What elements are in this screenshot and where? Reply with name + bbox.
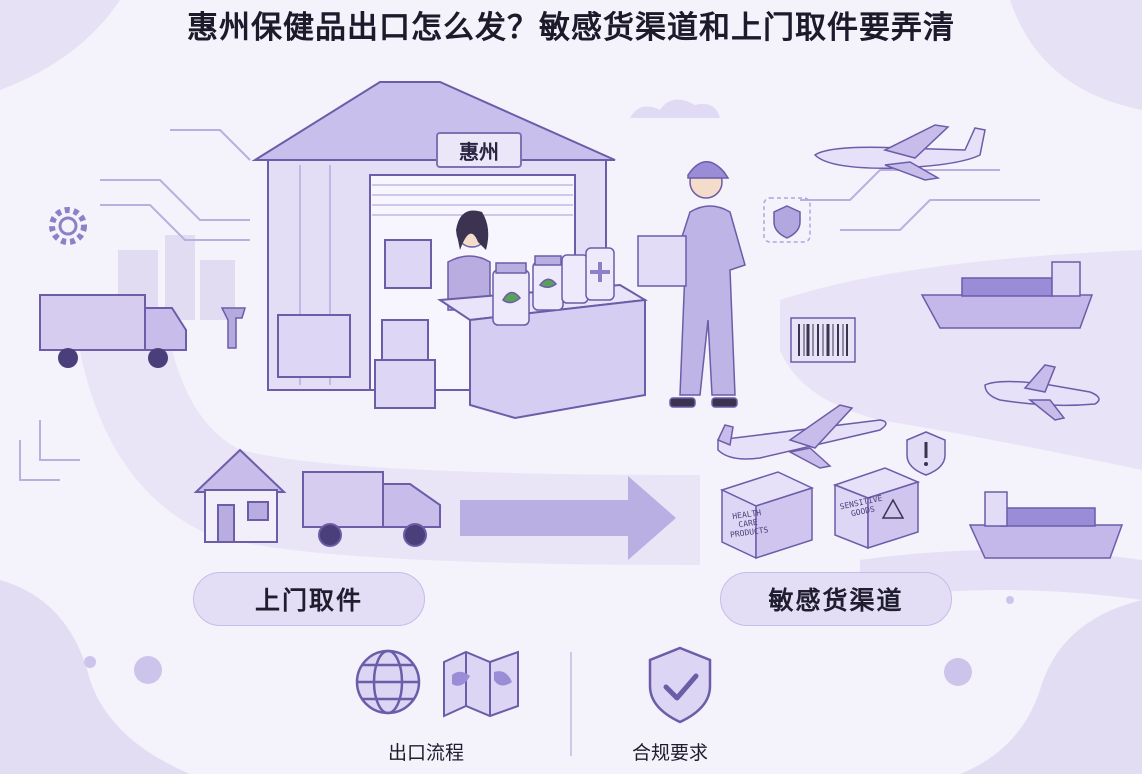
sensitive-channel-label: 敏感货渠道: [720, 572, 952, 626]
delivery-man: [637, 161, 746, 408]
corner-blob: [0, 580, 190, 774]
page-title: 惠州保健品出口怎么发？敏感货渠道和上门取件要弄清: [187, 10, 955, 46]
shield-check-icon: [648, 646, 712, 724]
container-ship-bottom: [968, 491, 1124, 559]
warehouse-sign: 惠州: [436, 132, 522, 168]
pickup-label: 上门取件: [193, 572, 425, 626]
house-icon: [193, 448, 287, 543]
flow-arrow: [460, 476, 676, 560]
globe-icon: [355, 649, 421, 715]
truck-left: [39, 294, 187, 368]
health-care-box: [719, 471, 815, 560]
shield-small-icon: [763, 197, 811, 243]
airplane-right: [984, 364, 1100, 421]
airplane-top: [813, 124, 986, 181]
corner-blob: [1010, 0, 1142, 110]
gear-icon: [49, 207, 87, 245]
truck-pickup: [302, 471, 441, 547]
supplement-bottles: [492, 247, 615, 326]
airplane-middle: [716, 404, 887, 469]
container-ship-top: [920, 261, 1094, 329]
warning-icon: [906, 431, 946, 476]
barcode-icon: [790, 317, 856, 363]
corner-blob: [0, 0, 120, 90]
compliance-caption: 合规要求: [632, 742, 709, 764]
map-icon: [443, 650, 519, 718]
circuit-lines: [19, 129, 1040, 481]
export-process-caption: 出口流程: [388, 742, 465, 764]
cloud: [630, 99, 720, 118]
cardboard-boxes: [277, 239, 436, 409]
corner-blob: [960, 600, 1142, 774]
scanner-icon: [220, 307, 247, 349]
sensitive-goods-box: [832, 467, 921, 550]
decorative-dots: [84, 596, 1014, 686]
